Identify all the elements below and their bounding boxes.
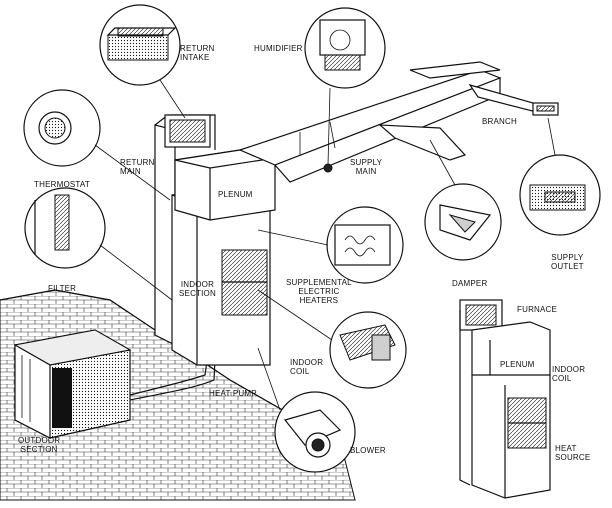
label-supply-outlet: SUPPLY OUTLET	[551, 253, 584, 271]
return-intake-callout	[99, 4, 186, 119]
humidifier-callout	[304, 7, 386, 173]
label-thermostat: THERMOSTAT	[34, 180, 90, 189]
indoor-coil-callout	[257, 289, 407, 389]
blower-callout	[257, 347, 356, 473]
branch-duct	[378, 83, 559, 161]
label-supply-main: SUPPLY MAIN	[350, 158, 383, 176]
label-return-intake: RETURN INTAKE	[180, 44, 215, 62]
outdoor-unit	[13, 329, 132, 439]
supply-outlet-callout	[519, 117, 601, 236]
damper-callout	[424, 139, 502, 261]
furnace-unit	[459, 299, 551, 499]
label-supplemental-heaters: SUPPLEMENTAL ELECTRIC HEATERS	[286, 278, 352, 305]
label-branch: BRANCH	[482, 117, 517, 126]
label-outdoor-section: OUTDOOR SECTION	[18, 436, 61, 454]
refrigerant-line	[129, 310, 211, 396]
label-blower: BLOWER	[350, 446, 386, 455]
label-damper: DAMPER	[452, 279, 488, 288]
label-filter: FILTER	[48, 284, 77, 293]
thermostat-callout	[23, 89, 171, 201]
label-indoor-section: INDOOR SECTION	[179, 280, 216, 298]
label-plenum-furnace: PLENUM	[500, 360, 535, 369]
label-furnace: FURNACE	[517, 305, 558, 314]
heaters-callout	[257, 206, 404, 284]
label-humidifier: HUMIDIFIER	[254, 44, 303, 53]
filter-callout	[24, 187, 173, 301]
return-duct	[154, 114, 216, 346]
label-indoor-coil-furnace: INDOOR COIL	[552, 365, 586, 383]
label-heat-pump: HEAT PUMP	[209, 389, 257, 398]
label-indoor-coil-main: INDOOR COIL	[290, 358, 324, 376]
plenum	[174, 149, 276, 221]
label-return-main: RETURN MAIN	[120, 158, 155, 176]
label-plenum-main: PLENUM	[218, 190, 253, 199]
label-heat-source: HEAT SOURCE	[555, 444, 591, 462]
